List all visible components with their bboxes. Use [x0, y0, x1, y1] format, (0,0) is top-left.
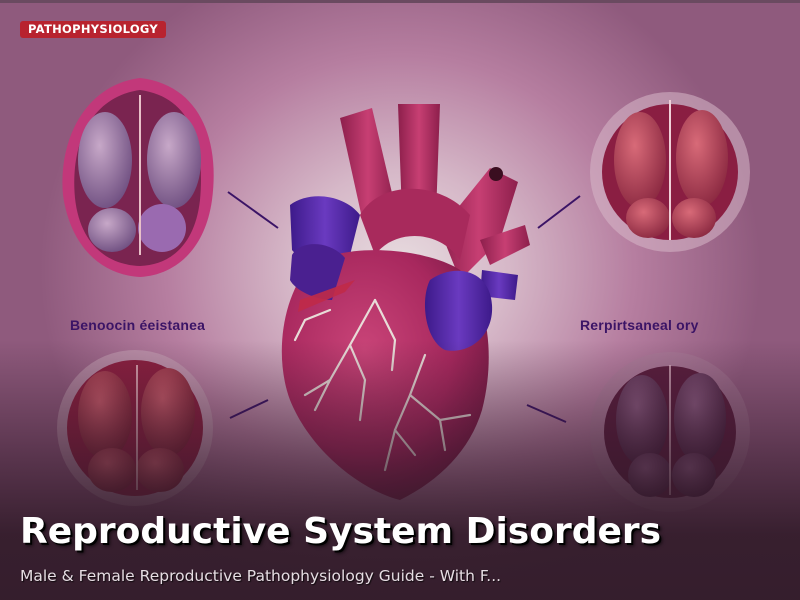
category-badge[interactable]: PATHOPHYSIOLOGY	[20, 21, 167, 38]
article-subtitle: Male & Female Reproductive Pathophysiolo…	[20, 567, 502, 585]
article-title[interactable]: Reproductive System Disorders	[20, 511, 662, 552]
pointer-line	[227, 191, 279, 229]
organ-diagram-top-left	[62, 78, 214, 277]
illustration-label-left: Benoocin éeistanea	[70, 317, 206, 333]
illustration-label-right: Rerpirtsaneal ory	[580, 317, 699, 333]
top-border	[0, 0, 800, 3]
bottom-gradient-overlay	[0, 340, 800, 600]
organ-diagram-top-right	[590, 92, 750, 252]
